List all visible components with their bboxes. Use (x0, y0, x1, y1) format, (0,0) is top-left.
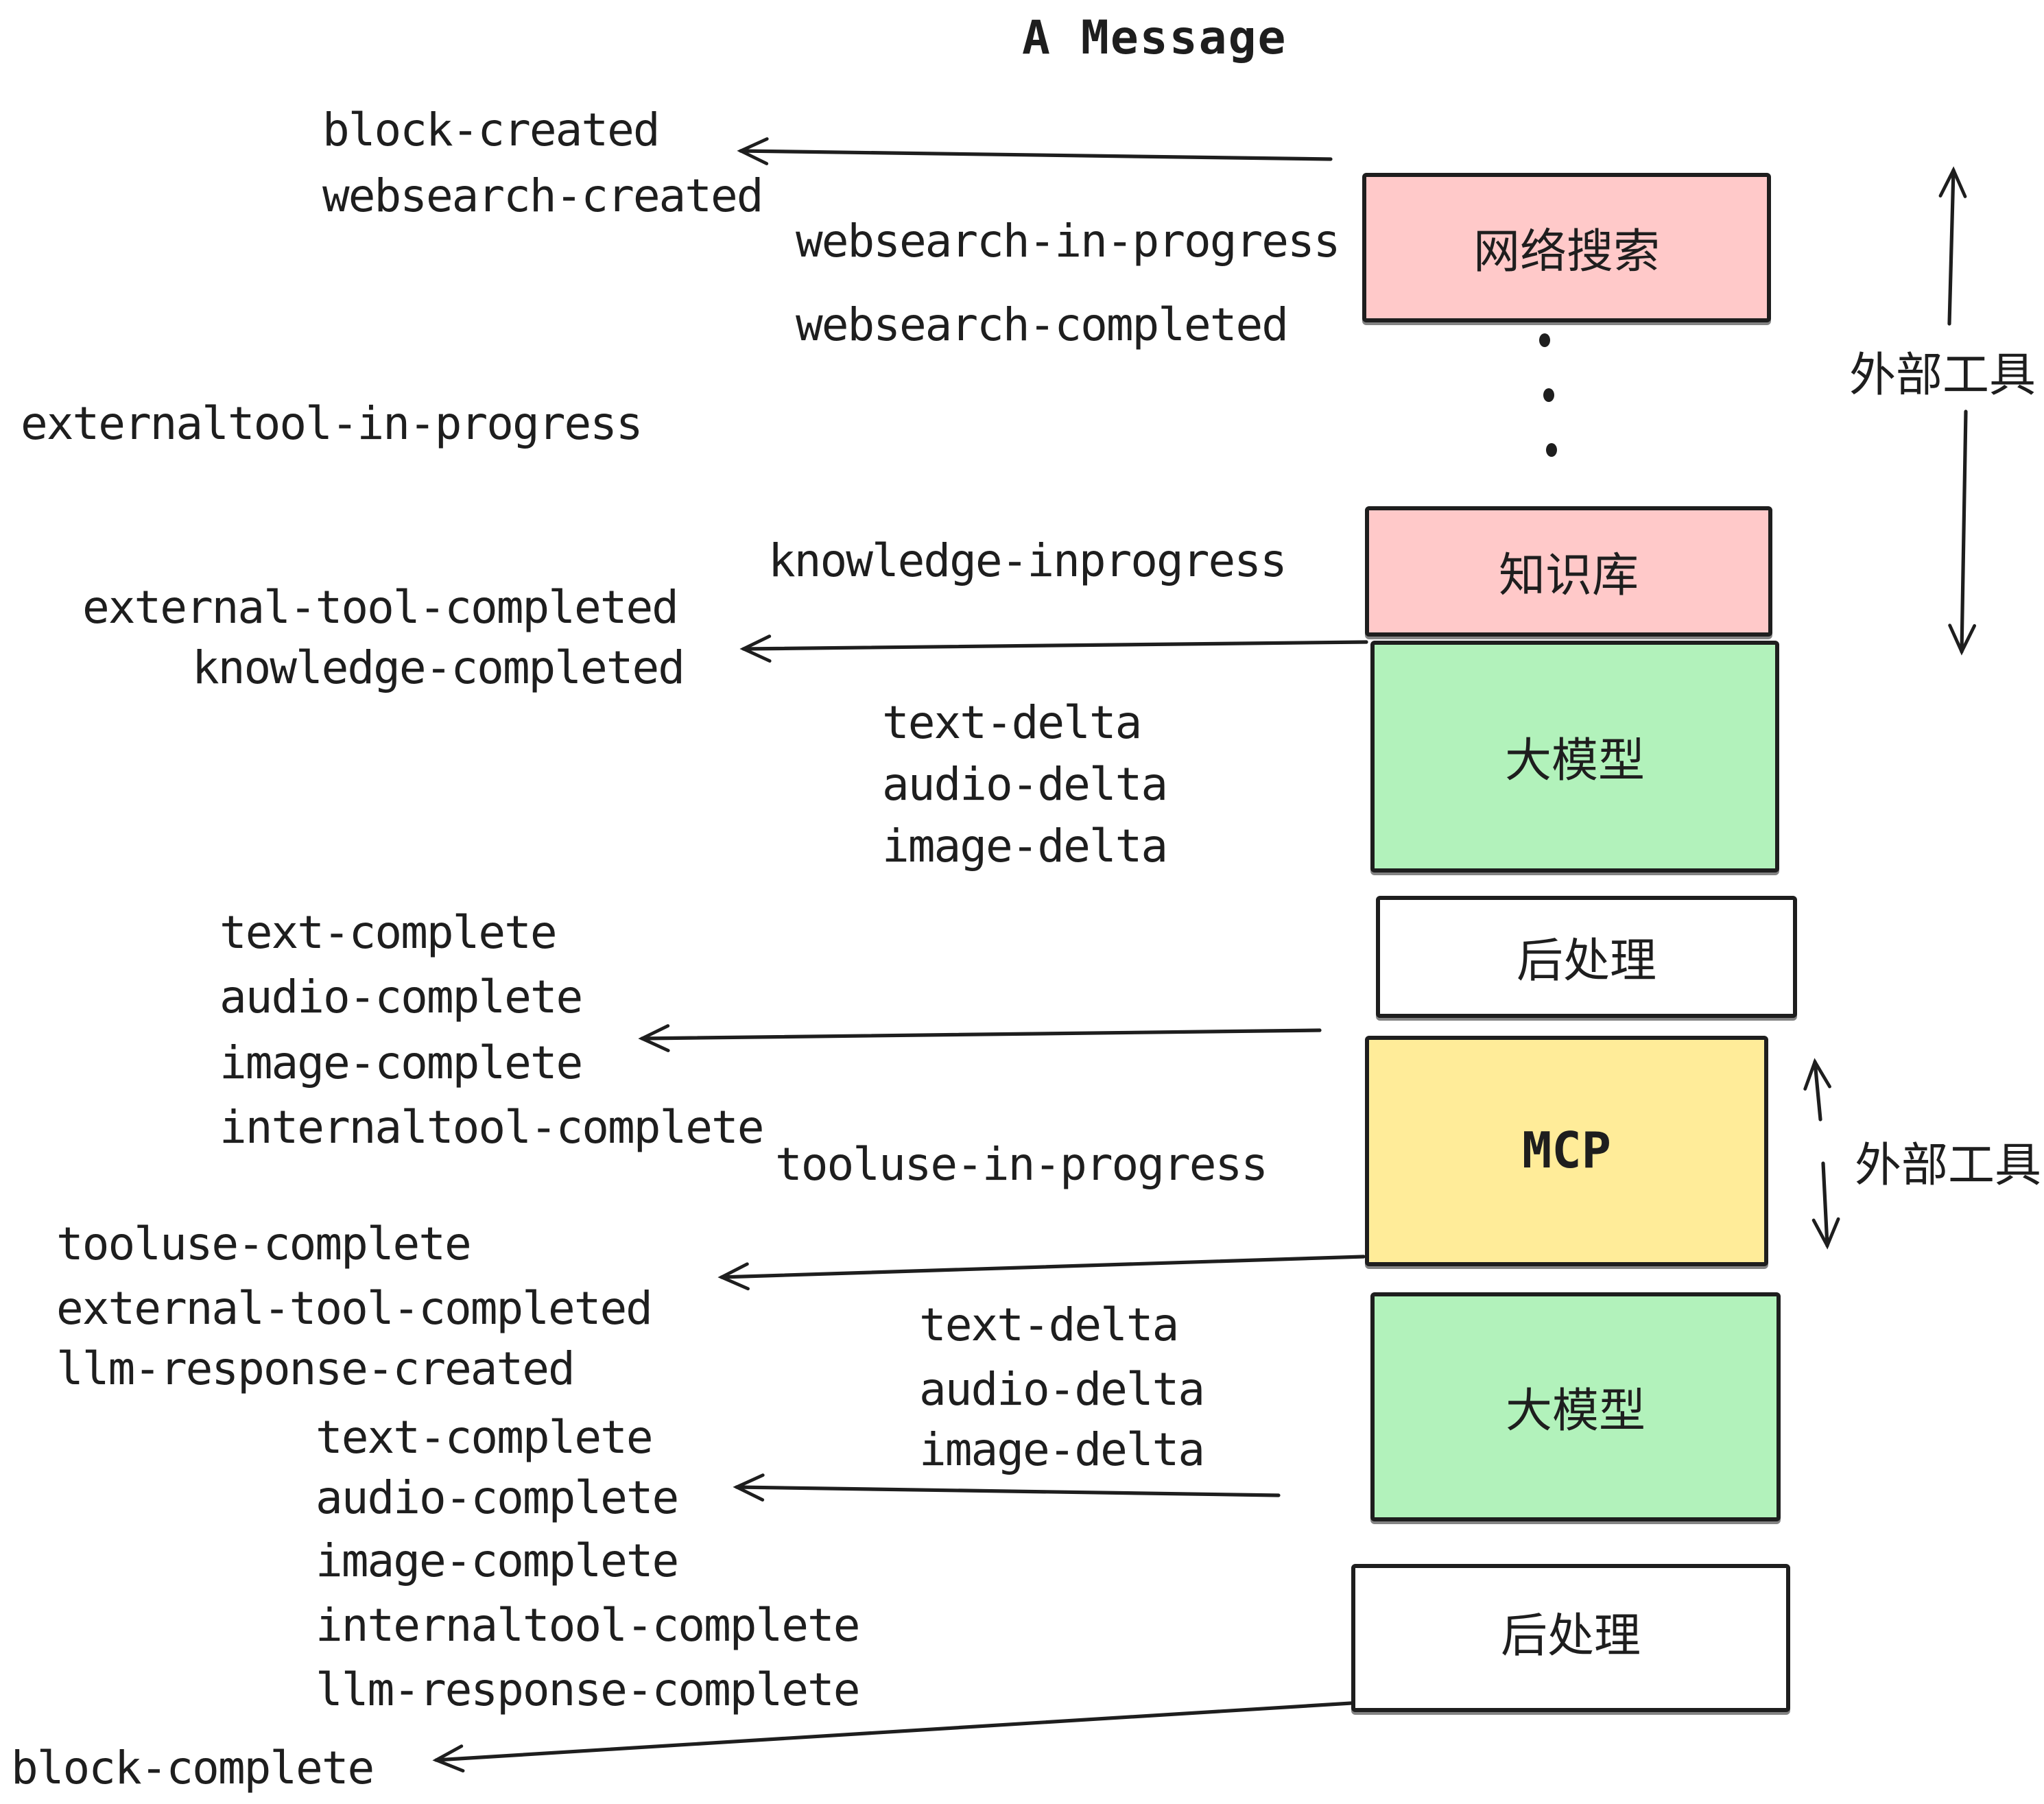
arrow-image-complete (638, 1024, 1322, 1052)
vertical-ellipsis-dot (1546, 443, 1557, 457)
box-llm-2-label: 大模型 (1506, 1386, 1645, 1438)
box-llm-1: 大模型 (1370, 641, 1779, 873)
box-knowledge: 知识库 (1365, 506, 1772, 637)
box-llm-1-label: 大模型 (1505, 735, 1645, 787)
vertical-ellipsis-dot (1539, 333, 1550, 347)
box-knowledge-label: 知识库 (1499, 550, 1639, 602)
event-externaltool-in-progress: externaltool-in-progress (21, 396, 643, 450)
event-internaltool-complete-1: internaltool-complete (219, 1100, 764, 1154)
box-mcp-label: MCP (1521, 1123, 1612, 1179)
box-llm-2: 大模型 (1370, 1292, 1781, 1521)
event-block-complete: block-complete (11, 1741, 375, 1794)
event-audio-complete-2: audio-complete (316, 1471, 679, 1524)
event-tooluse-complete: tooluse-complete (56, 1217, 472, 1270)
event-audio-delta-1: audio-delta (882, 757, 1168, 811)
event-websearch-created: websearch-created (322, 169, 764, 222)
event-external-tool-completed-2: external-tool-completed (56, 1281, 653, 1335)
event-external-tool-completed-1: external-tool-completed (82, 580, 679, 634)
arrow-external-tools-up-2 (1803, 1058, 1831, 1121)
box-postprocess-2-label: 后处理 (1501, 1611, 1641, 1663)
external-tools-annotation-mcp: 外部工具 (1855, 1140, 2041, 1192)
arrow-external-tools-down-1 (1948, 410, 1977, 656)
event-audio-delta-2: audio-delta (919, 1362, 1205, 1416)
event-llm-response-complete: llm-response-complete (316, 1663, 860, 1716)
event-internaltool-complete-2: internaltool-complete (316, 1598, 860, 1652)
vertical-ellipsis-dot (1543, 388, 1554, 402)
box-websearch: 网络搜索 (1362, 173, 1771, 322)
event-tooluse-in-progress: tooluse-in-progress (775, 1137, 1268, 1191)
event-image-delta-1: image-delta (882, 819, 1168, 873)
event-text-complete-2: text-complete (316, 1410, 654, 1464)
event-block-created: block-created (322, 103, 661, 156)
event-image-delta-2: image-delta (919, 1423, 1205, 1476)
arrow-block-created (737, 137, 1333, 165)
box-postprocess-2: 后处理 (1351, 1564, 1790, 1712)
event-text-complete-1: text-complete (219, 905, 558, 959)
event-knowledge-inprogress: knowledge-inprogress (768, 534, 1287, 587)
event-knowledge-completed: knowledge-completed (192, 641, 685, 694)
arrow-external-tools-down-2 (1811, 1161, 1840, 1250)
diagram-title: A Message (1022, 11, 1287, 66)
box-postprocess-1-label: 后处理 (1517, 936, 1656, 988)
arrow-audio-complete (733, 1473, 1281, 1502)
arrow-external-tools-up-1 (1938, 166, 1967, 326)
event-websearch-completed: websearch-completed (796, 298, 1289, 351)
event-image-complete-1: image-complete (219, 1036, 583, 1089)
event-websearch-in-progress: websearch-in-progress (796, 214, 1340, 268)
arrow-knowledge-completed (739, 634, 1368, 663)
event-text-delta-1: text-delta (882, 696, 1142, 749)
box-websearch-label: 网络搜索 (1473, 226, 1660, 278)
event-image-complete-2: image-complete (316, 1534, 679, 1587)
event-audio-complete-1: audio-complete (219, 970, 583, 1023)
box-mcp: MCP (1365, 1036, 1768, 1266)
event-text-delta-2: text-delta (919, 1298, 1179, 1351)
arrow-tooluse-complete (717, 1255, 1366, 1291)
external-tools-annotation-top: 外部工具 (1849, 350, 2036, 402)
box-postprocess-1: 后处理 (1376, 896, 1797, 1018)
event-llm-response-created: llm-response-created (56, 1342, 575, 1395)
